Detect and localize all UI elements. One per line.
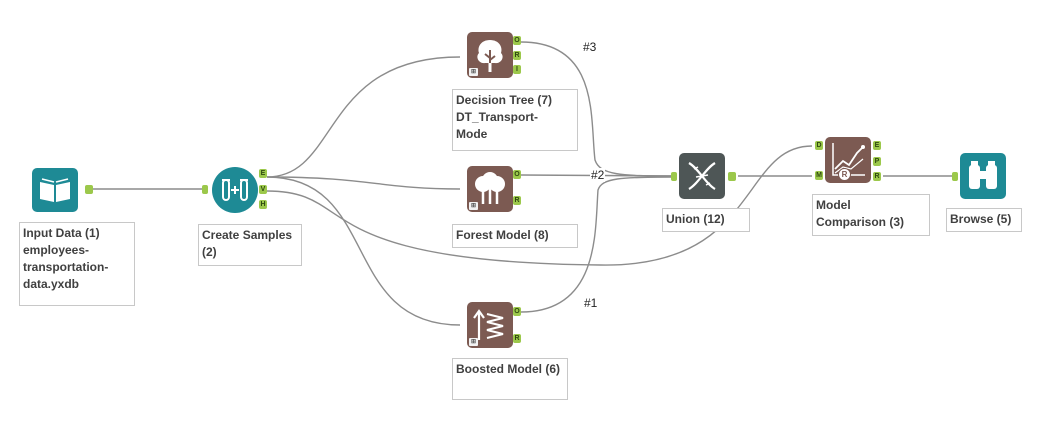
boosted-model-anchor-r[interactable]: R	[513, 334, 521, 343]
model-comparison-anchor-p[interactable]: P	[873, 157, 881, 166]
spring-arrow-icon	[473, 309, 504, 340]
forest-icon	[475, 172, 505, 204]
wire-samples-to-boosted	[266, 176, 461, 326]
decision-tree-anchor-r[interactable]: R	[513, 51, 521, 60]
forest-model-title: Forest Model (8)	[456, 228, 549, 242]
binoculars-icon	[969, 161, 997, 189]
create-samples-tool[interactable]	[212, 167, 258, 213]
boosted-model-tool[interactable]: ⊞	[467, 302, 513, 348]
connection-label-forest-model: #2	[590, 168, 606, 182]
union-label: Union (12)	[662, 208, 750, 232]
wire-boosted-to-union	[520, 176, 676, 313]
forest-model-label: Forest Model (8)	[452, 224, 578, 248]
wire-samples-to-forest	[266, 176, 461, 190]
forest-model-anchor-r[interactable]: R	[513, 196, 521, 205]
browse-input-anchor[interactable]	[952, 172, 958, 181]
union-title: Union (12)	[666, 212, 725, 226]
input-data-output-anchor[interactable]	[85, 185, 93, 194]
boosted-model-label: Boosted Model (6)	[452, 358, 568, 400]
create-samples-input-anchor[interactable]	[202, 185, 208, 194]
open-book-icon	[40, 178, 70, 202]
create-samples-anchor-e[interactable]: E	[259, 169, 267, 178]
decision-tree-label: Decision Tree (7) DT_Transport-Mode	[452, 89, 578, 151]
connection-label-boosted-model: #1	[583, 296, 599, 310]
test-tubes-icon	[222, 179, 248, 201]
model-comparison-anchor-m[interactable]: M	[815, 171, 823, 180]
browse-tool[interactable]	[960, 153, 1006, 199]
decision-tree-title: Decision Tree (7)	[456, 93, 553, 107]
create-samples-anchor-h[interactable]: H	[259, 200, 267, 209]
browse-label: Browse (5)	[946, 208, 1022, 232]
browse-title: Browse (5)	[950, 212, 1012, 226]
decision-tree-tool[interactable]: ⊞	[467, 32, 513, 78]
wire-decision-tree-to-union	[520, 41, 676, 177]
input-data-label: Input Data (1) employees-transportation-…	[19, 222, 135, 306]
forest-model-config-badge: ⊞	[469, 202, 478, 210]
boosted-model-title: Boosted Model (6)	[456, 362, 560, 376]
forest-model-anchor-o[interactable]: O	[513, 170, 521, 179]
wire-samples-to-comparison	[266, 145, 813, 266]
model-comparison-anchor-e[interactable]: E	[873, 141, 881, 150]
tree-icon	[477, 40, 503, 72]
decision-tree-anchor-o[interactable]: O	[513, 36, 521, 45]
model-comparison-title: Model Comparison (3)	[816, 198, 905, 229]
boosted-model-anchor-o[interactable]: O	[513, 307, 521, 316]
dna-icon	[688, 162, 716, 190]
boosted-model-config-badge: ⊞	[469, 338, 478, 346]
union-input-anchor[interactable]	[671, 172, 677, 181]
decision-tree-config-badge: ⊞	[469, 68, 478, 76]
input-data-title: Input Data (1)	[23, 226, 100, 240]
create-samples-title: Create Samples (2)	[202, 228, 293, 259]
decision-tree-detail: DT_Transport-Mode	[456, 110, 539, 141]
input-data-detail: employees-transportation-data.yxdb	[23, 243, 109, 291]
input-data-tool[interactable]	[32, 168, 78, 212]
forest-model-tool[interactable]: ⊞	[467, 166, 513, 212]
wire-samples-to-decision-tree	[266, 56, 461, 178]
connection-label-decision-tree: #3	[582, 40, 598, 54]
create-samples-anchor-v[interactable]: V	[259, 185, 267, 194]
union-tool[interactable]	[679, 153, 725, 199]
model-comparison-anchor-r[interactable]: R	[873, 172, 881, 181]
model-comparison-label: Model Comparison (3)	[812, 194, 930, 236]
model-comparison-tool[interactable]: R	[825, 137, 871, 183]
model-comparison-anchor-d[interactable]: D	[815, 141, 823, 150]
union-output-anchor[interactable]	[728, 172, 736, 181]
create-samples-label: Create Samples (2)	[198, 224, 302, 266]
decision-tree-anchor-i[interactable]: I	[513, 65, 521, 74]
model-comparison-r-badge: R	[838, 168, 851, 181]
